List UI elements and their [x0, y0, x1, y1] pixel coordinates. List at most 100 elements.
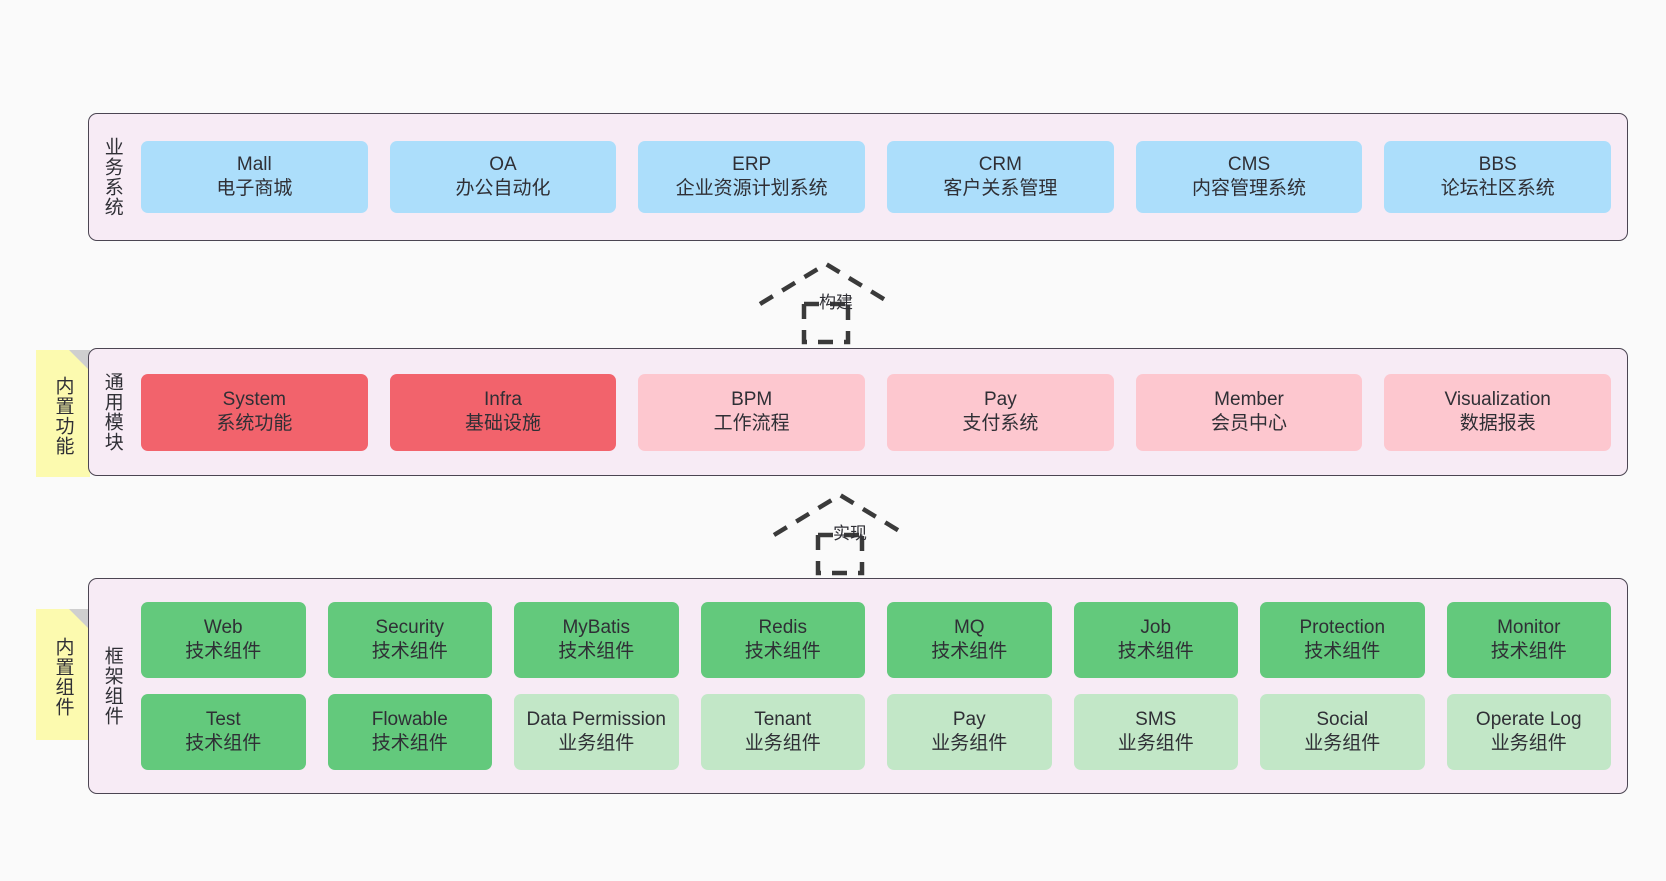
module-card-member[interactable]: Member 会员中心: [1135, 373, 1363, 451]
business-row: Mall 电子商城 OA 办公自动化 ERP 企业资源计划系统 CRM 客户关系…: [141, 141, 1612, 213]
card-title: Member: [1214, 388, 1284, 410]
connector-label-implement: 实现: [833, 524, 867, 543]
component-card-tenant[interactable]: Tenant 业务组件: [700, 694, 865, 770]
card-subtitle: 业务组件: [931, 733, 1008, 754]
card-subtitle: 技术组件: [558, 641, 635, 662]
card-title: Flowable: [371, 708, 448, 730]
card-subtitle: 技术组件: [744, 641, 821, 662]
module-card-system[interactable]: System 系统功能: [141, 373, 368, 451]
component-card-sms[interactable]: SMS 业务组件: [1073, 694, 1238, 770]
card-title: ERP: [732, 153, 772, 175]
component-card-social[interactable]: Social 业务组件: [1260, 694, 1425, 770]
sticky-note-text: 内置功能: [52, 375, 74, 456]
connector-build: 构建: [756, 258, 916, 345]
component-card-monitor[interactable]: Monitor 技术组件: [1446, 602, 1611, 678]
layer-title-business: 业务系统: [101, 137, 123, 217]
business-card-erp[interactable]: ERP 企业资源计划系统: [638, 141, 866, 213]
layer-business-systems: 业务系统 Mall 电子商城 OA 办公自动化 ERP 企业资源计划系统 CRM…: [88, 113, 1628, 241]
layer-body-common: System 系统功能 Infra 基础设施 BPM 工作流程 Pay 支付系统…: [135, 349, 1627, 475]
layer-body-business: Mall 电子商城 OA 办公自动化 ERP 企业资源计划系统 CRM 客户关系…: [135, 114, 1627, 240]
card-subtitle: 技术组件: [371, 733, 448, 754]
framework-row-tech: Web 技术组件 Security 技术组件 MyBatis 技术组件 Redi…: [141, 602, 1611, 678]
card-title: CMS: [1227, 153, 1271, 175]
generalization-arrow-icon: [772, 492, 908, 576]
card-title: Web: [203, 616, 243, 638]
sticky-note-builtin-function: 内置功能: [36, 350, 90, 477]
module-card-bpm[interactable]: BPM 工作流程: [638, 373, 866, 451]
layer-title-framework: 框架组件: [101, 646, 123, 726]
common-row: System 系统功能 Infra 基础设施 BPM 工作流程 Pay 支付系统…: [141, 373, 1612, 451]
card-title: Tenant: [754, 708, 812, 730]
card-subtitle: 论坛社区系统: [1440, 178, 1555, 199]
card-subtitle: 技术组件: [931, 641, 1008, 662]
module-card-pay[interactable]: Pay 支付系统: [887, 373, 1114, 451]
framework-row-biz: Test 技术组件 Flowable 技术组件 Data Permission …: [141, 694, 1611, 770]
layer-framework-components: 框架组件 Web 技术组件 Security 技术组件 MyBatis 技术组件…: [88, 578, 1628, 794]
card-subtitle: 企业资源计划系统: [675, 178, 828, 199]
component-card-redis[interactable]: Redis 技术组件: [700, 602, 865, 678]
layer-body-framework: Web 技术组件 Security 技术组件 MyBatis 技术组件 Redi…: [135, 579, 1627, 793]
card-subtitle: 内容管理系统: [1192, 178, 1307, 199]
sticky-note-text: 内置组件: [52, 636, 74, 717]
card-title: BBS: [1478, 153, 1517, 175]
component-card-data-permission[interactable]: Data Permission 业务组件: [514, 694, 679, 770]
card-subtitle: 系统功能: [216, 413, 293, 434]
layer-common-modules: 通用模块 System 系统功能 Infra 基础设施 BPM 工作流程 Pay…: [88, 348, 1628, 476]
business-card-cms[interactable]: CMS 内容管理系统: [1135, 141, 1363, 213]
card-title: BPM: [731, 388, 773, 410]
connector-label-build: 构建: [819, 293, 853, 312]
page-fold-icon: [69, 609, 90, 630]
card-title: Infra: [483, 388, 523, 410]
component-card-mybatis[interactable]: MyBatis 技术组件: [514, 602, 679, 678]
business-card-bbs[interactable]: BBS 论坛社区系统: [1384, 141, 1612, 213]
card-title: MyBatis: [562, 616, 631, 638]
card-subtitle: 业务组件: [558, 733, 635, 754]
component-card-job[interactable]: Job 技术组件: [1073, 602, 1238, 678]
card-subtitle: 技术组件: [185, 641, 262, 662]
page-fold-icon: [69, 350, 90, 371]
business-card-oa[interactable]: OA 办公自动化: [389, 141, 617, 213]
card-title: Pay: [983, 388, 1017, 410]
card-title: OA: [489, 153, 517, 175]
component-card-operate-log[interactable]: Operate Log 业务组件: [1446, 694, 1611, 770]
card-subtitle: 技术组件: [1117, 641, 1194, 662]
card-title: CRM: [978, 153, 1022, 175]
component-card-flowable[interactable]: Flowable 技术组件: [327, 694, 492, 770]
card-subtitle: 支付系统: [962, 413, 1039, 434]
card-subtitle: 技术组件: [371, 641, 448, 662]
card-title: Visualization: [1444, 388, 1551, 410]
component-card-security[interactable]: Security 技术组件: [327, 602, 492, 678]
layer-title-common: 通用模块: [101, 372, 123, 452]
sticky-note-builtin-component: 内置组件: [36, 609, 90, 740]
business-card-crm[interactable]: CRM 客户关系管理: [887, 141, 1114, 213]
card-subtitle: 工作流程: [713, 413, 790, 434]
business-card-mall[interactable]: Mall 电子商城: [141, 141, 368, 213]
component-card-test[interactable]: Test 技术组件: [141, 694, 306, 770]
card-subtitle: 业务组件: [744, 733, 821, 754]
card-title: Pay: [952, 708, 986, 730]
card-title: MQ: [953, 616, 985, 638]
card-subtitle: 电子商城: [216, 178, 293, 199]
card-title: System: [222, 388, 287, 410]
component-card-mq[interactable]: MQ 技术组件: [887, 602, 1052, 678]
card-title: Data Permission: [526, 708, 666, 730]
card-subtitle: 技术组件: [1490, 641, 1567, 662]
card-title: Protection: [1299, 616, 1386, 638]
component-card-web[interactable]: Web 技术组件: [141, 602, 306, 678]
card-title: SMS: [1135, 708, 1177, 730]
component-card-pay[interactable]: Pay 业务组件: [887, 694, 1052, 770]
card-subtitle: 技术组件: [185, 733, 262, 754]
card-title: Operate Log: [1475, 708, 1582, 730]
component-card-protection[interactable]: Protection 技术组件: [1260, 602, 1425, 678]
card-title: Job: [1140, 616, 1172, 638]
connector-implement: 实现: [770, 489, 930, 576]
card-title: Test: [205, 708, 241, 730]
card-subtitle: 办公自动化: [455, 178, 551, 199]
generalization-arrow-icon: [758, 261, 894, 345]
card-subtitle: 会员中心: [1211, 413, 1288, 434]
card-title: Mall: [236, 153, 272, 175]
module-card-visualization[interactable]: Visualization 数据报表: [1384, 373, 1612, 451]
card-title: Security: [375, 616, 445, 638]
module-card-infra[interactable]: Infra 基础设施: [389, 373, 617, 451]
card-subtitle: 数据报表: [1459, 413, 1536, 434]
